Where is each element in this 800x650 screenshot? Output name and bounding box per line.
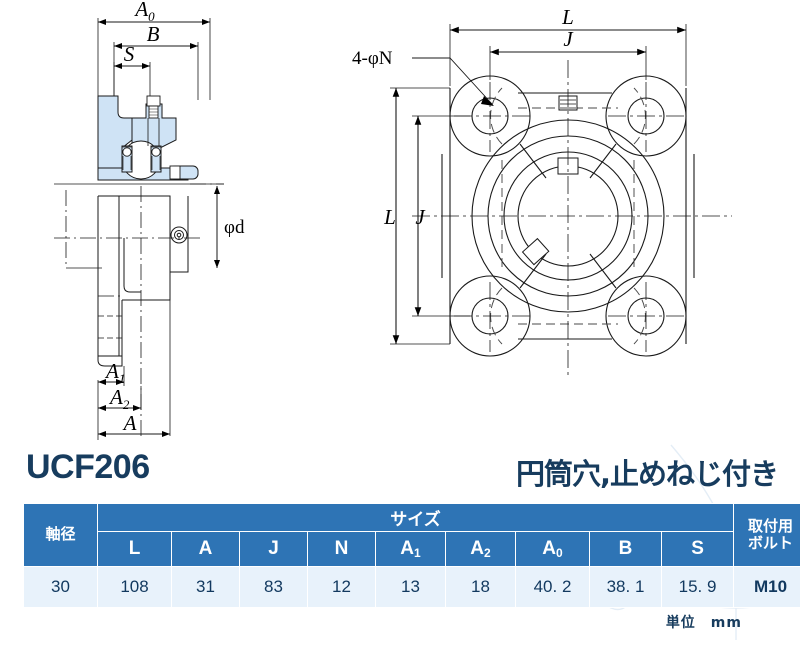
spec-table-wrap: 軸径 サイズ 取付用 ボルト L A J N A1 A2 A0 B S [23, 503, 800, 608]
header-shaft-diameter: 軸径 [23, 503, 98, 567]
header-size-group: サイズ [96, 503, 735, 532]
side-view-labels: A0 B S φd A1 A2 A [104, 0, 245, 435]
cell-b: 38. 1 [589, 566, 662, 608]
cell-bolt: M10 [733, 566, 800, 608]
cell-a1: 13 [375, 566, 446, 608]
title-row: UCF206 円筒穴,止めねじ付き [0, 448, 800, 492]
header-sym-s: S [660, 531, 735, 567]
front-flange-view: L J L J 4-φN [352, 5, 732, 378]
label-j-top: J [563, 27, 574, 51]
header-sym-l: L [97, 531, 172, 567]
table-header-row-2: L A J N A1 A2 A0 B S [24, 531, 800, 567]
cell-shaft-diameter: 30 [23, 566, 98, 608]
header-bolt-line1: 取付用 [748, 517, 794, 535]
label-a: A [122, 411, 137, 435]
table-header-row-1: 軸径 サイズ 取付用 ボルト [23, 503, 800, 567]
cell-l: 108 [97, 566, 172, 608]
label-4-phi-n: 4-φN [352, 48, 393, 69]
header-sym-n: N [307, 531, 376, 567]
cell-a: 31 [171, 566, 240, 608]
header-bolt-line2: ボルト [748, 535, 794, 552]
label-l-top: L [561, 5, 574, 29]
header-sym-a0: A0 [515, 531, 590, 567]
type-description: 円筒穴,止めねじ付き [515, 457, 779, 491]
front-view-labels: L J L J 4-φN [352, 5, 574, 229]
drawings-area: A0 B S φd A1 A2 A [54, 0, 732, 440]
cell-j: 83 [239, 566, 308, 608]
cell-a0: 40. 2 [515, 566, 590, 608]
label-s: S [124, 42, 135, 66]
cell-a2: 18 [445, 566, 516, 608]
table-row: 30 108 31 83 12 13 18 40. 2 38. 1 15. 9 … [23, 566, 800, 608]
model-title: UCF206 [26, 448, 150, 486]
header-sym-a2: A2 [445, 531, 516, 567]
label-b: B [147, 22, 160, 46]
unit-note: 単位 mm [665, 615, 742, 631]
header-sym-a: A [171, 531, 240, 567]
label-phi-d: φd [224, 217, 245, 238]
label-a0: A0 [133, 0, 155, 24]
label-l-left: L [383, 205, 396, 229]
label-a2: A2 [108, 385, 130, 412]
cell-n: 12 [307, 566, 376, 608]
header-sym-a1: A1 [375, 531, 446, 567]
spec-table: 軸径 サイズ 取付用 ボルト L A J N A1 A2 A0 B S [23, 503, 800, 608]
header-mounting-bolt: 取付用 ボルト [733, 503, 800, 567]
side-section-view: A0 B S φd A1 A2 A [54, 0, 245, 440]
cell-s: 15. 9 [660, 566, 735, 608]
label-j-left: J [415, 205, 426, 229]
label-a1: A1 [104, 359, 125, 386]
header-sym-j: J [239, 531, 308, 567]
header-sym-b: B [589, 531, 662, 567]
